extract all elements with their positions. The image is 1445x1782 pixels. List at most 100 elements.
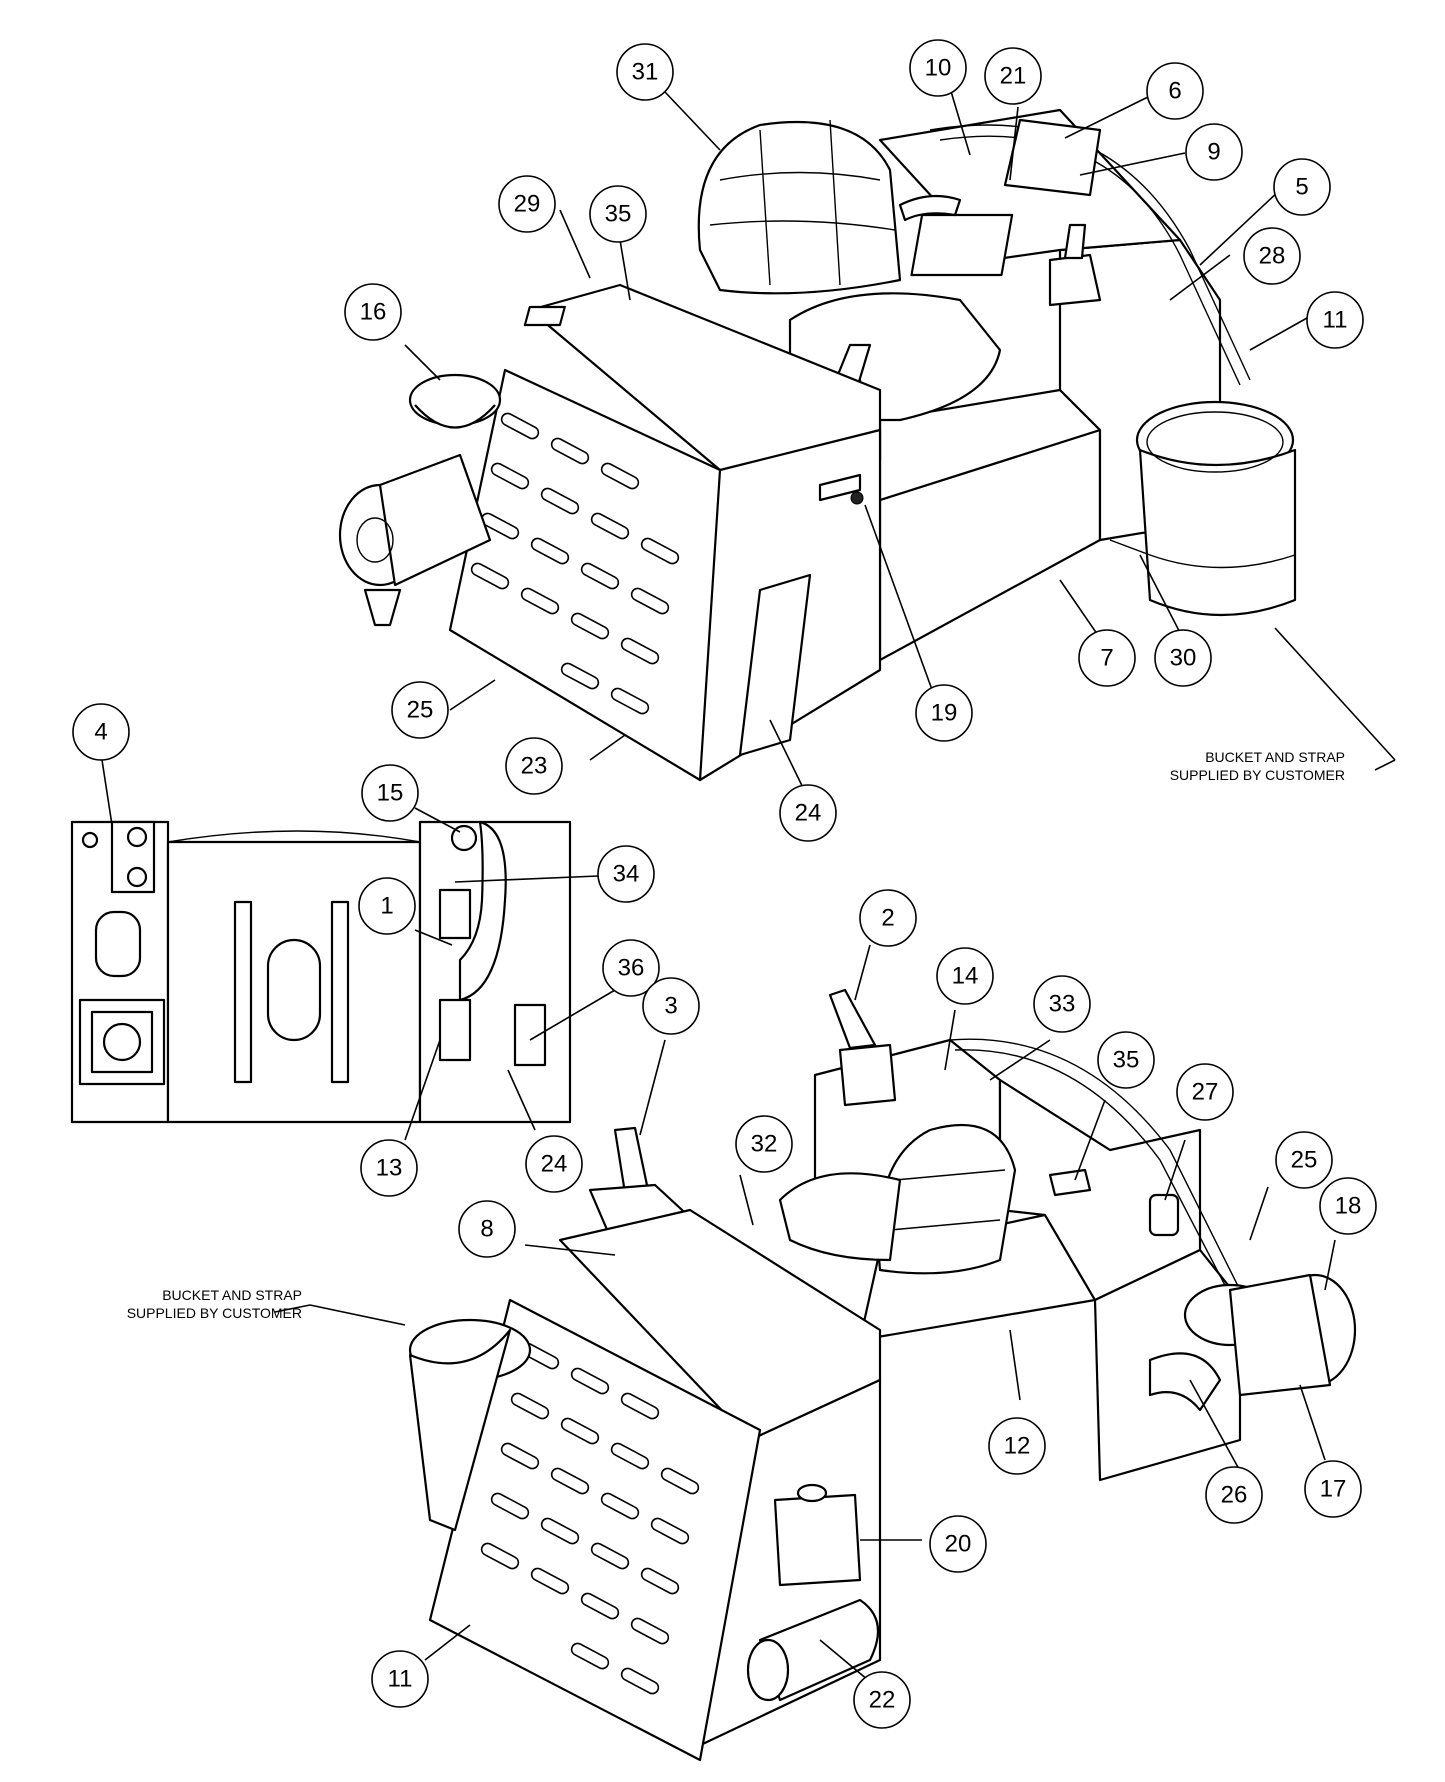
callout-13: 13: [360, 1139, 418, 1197]
svg-text:26: 26: [1221, 1482, 1248, 1509]
callout-24-top: 24: [779, 784, 837, 842]
inset-plate: [266, 938, 322, 1042]
callout-3: 3: [642, 977, 700, 1035]
svg-text:14: 14: [952, 963, 979, 990]
callout-11-bottom: 11: [371, 1650, 429, 1708]
callout-18: 18: [1319, 1177, 1377, 1235]
bucket: [1138, 448, 1297, 617]
callout-28: 28: [1243, 227, 1301, 285]
callout-19: 19: [915, 684, 973, 742]
svg-text:34: 34: [613, 861, 640, 888]
right-joystick: [1048, 253, 1102, 307]
exhaust-valve: [363, 588, 402, 627]
callout-20: 20: [929, 1515, 987, 1573]
svg-text:16: 16: [360, 299, 387, 326]
callout-15: 15: [361, 764, 419, 822]
callouts: 31 10 21 6 9 5 28 11 29 35 16 7 30 19 25…: [72, 39, 1377, 1729]
callout-2: 2: [859, 889, 917, 947]
note-top-line2: SUPPLIED BY CUSTOMER: [1170, 767, 1345, 783]
svg-text:32: 32: [751, 1131, 778, 1158]
callout-1: 1: [358, 877, 416, 935]
bottom-right-joystick: [838, 1043, 897, 1107]
svg-text:17: 17: [1320, 1476, 1347, 1503]
coolant-tank: [773, 1493, 862, 1587]
seat-back: [697, 120, 902, 295]
svg-text:23: 23: [521, 753, 548, 780]
callout-30: 30: [1154, 629, 1212, 687]
armrest-right: [898, 194, 962, 222]
svg-text:25: 25: [407, 697, 434, 724]
bottom-pad: [1048, 1168, 1092, 1197]
callout-11-top: 11: [1306, 291, 1364, 349]
note-bottom-line2: SUPPLIED BY CUSTOMER: [127, 1305, 302, 1321]
svg-text:33: 33: [1049, 991, 1076, 1018]
display-screen: [1003, 118, 1102, 197]
callout-32: 32: [735, 1115, 793, 1173]
knob: [850, 491, 864, 505]
callout-4: 4: [72, 703, 130, 761]
callout-35-bottom: 35: [1097, 1031, 1155, 1089]
svg-text:24: 24: [541, 1151, 568, 1178]
bottom-assembly: [408, 988, 1357, 1762]
bottom-roll-bar: [949, 1038, 1241, 1291]
svg-text:35: 35: [605, 201, 632, 228]
svg-text:35: 35: [1113, 1047, 1140, 1074]
bottom-light: [1148, 1193, 1180, 1237]
callout-26: 26: [1205, 1466, 1263, 1524]
svg-text:18: 18: [1335, 1193, 1362, 1220]
callout-16: 16: [344, 283, 402, 341]
bottom-hood-top: [558, 1208, 882, 1442]
callout-25-top: 25: [391, 681, 449, 739]
callout-23: 23: [505, 737, 563, 795]
top-assembly: [338, 108, 1297, 782]
svg-text:11: 11: [1323, 307, 1348, 334]
callout-24-inset: 24: [525, 1135, 583, 1193]
callout-17: 17: [1304, 1460, 1362, 1518]
callout-5: 5: [1273, 158, 1331, 216]
callout-21: 21: [984, 47, 1042, 105]
svg-text:12: 12: [1004, 1433, 1031, 1460]
callout-10: 10: [909, 39, 967, 97]
svg-text:1: 1: [380, 893, 393, 920]
callout-9: 9: [1185, 123, 1243, 181]
callout-35-top: 35: [589, 185, 647, 243]
svg-text:24: 24: [795, 800, 822, 827]
svg-text:29: 29: [514, 191, 541, 218]
callout-34: 34: [597, 845, 655, 903]
callout-22: 22: [853, 1671, 911, 1729]
grille-slots: [470, 412, 680, 715]
svg-text:15: 15: [377, 780, 404, 807]
callout-33: 33: [1033, 975, 1091, 1033]
callout-7: 7: [1078, 629, 1136, 687]
side-access-window: [738, 573, 812, 757]
callout-8: 8: [458, 1200, 516, 1258]
bottom-bucket: [408, 1328, 512, 1532]
svg-text:10: 10: [925, 55, 952, 82]
callout-12: 12: [988, 1417, 1046, 1475]
svg-text:22: 22: [869, 1687, 896, 1714]
svg-text:19: 19: [931, 700, 958, 727]
svg-text:27: 27: [1192, 1079, 1219, 1106]
handle-grip: [818, 473, 862, 502]
svg-text:8: 8: [480, 1216, 493, 1243]
svg-text:36: 36: [618, 955, 645, 982]
svg-text:13: 13: [376, 1155, 403, 1182]
svg-text:31: 31: [632, 59, 659, 86]
svg-text:3: 3: [664, 993, 677, 1020]
svg-text:9: 9: [1207, 139, 1220, 166]
callout-36: 36: [602, 939, 660, 997]
svg-text:25: 25: [1291, 1147, 1318, 1174]
notes: BUCKET AND STRAP SUPPLIED BY CUSTOMER BU…: [127, 749, 1345, 1321]
svg-text:5: 5: [1295, 174, 1308, 201]
callout-14: 14: [936, 947, 994, 1005]
callout-31: 31: [616, 43, 674, 101]
engine-hood-top: [528, 283, 882, 472]
inset-switch-block: [438, 888, 472, 940]
bottom-intake-hose: [1148, 1352, 1222, 1412]
svg-text:4: 4: [94, 719, 107, 746]
console-panel: [910, 213, 1014, 277]
bucket-strap: [1109, 539, 1296, 569]
bottom-seat-cushion: [778, 1172, 902, 1262]
svg-text:6: 6: [1168, 78, 1181, 105]
